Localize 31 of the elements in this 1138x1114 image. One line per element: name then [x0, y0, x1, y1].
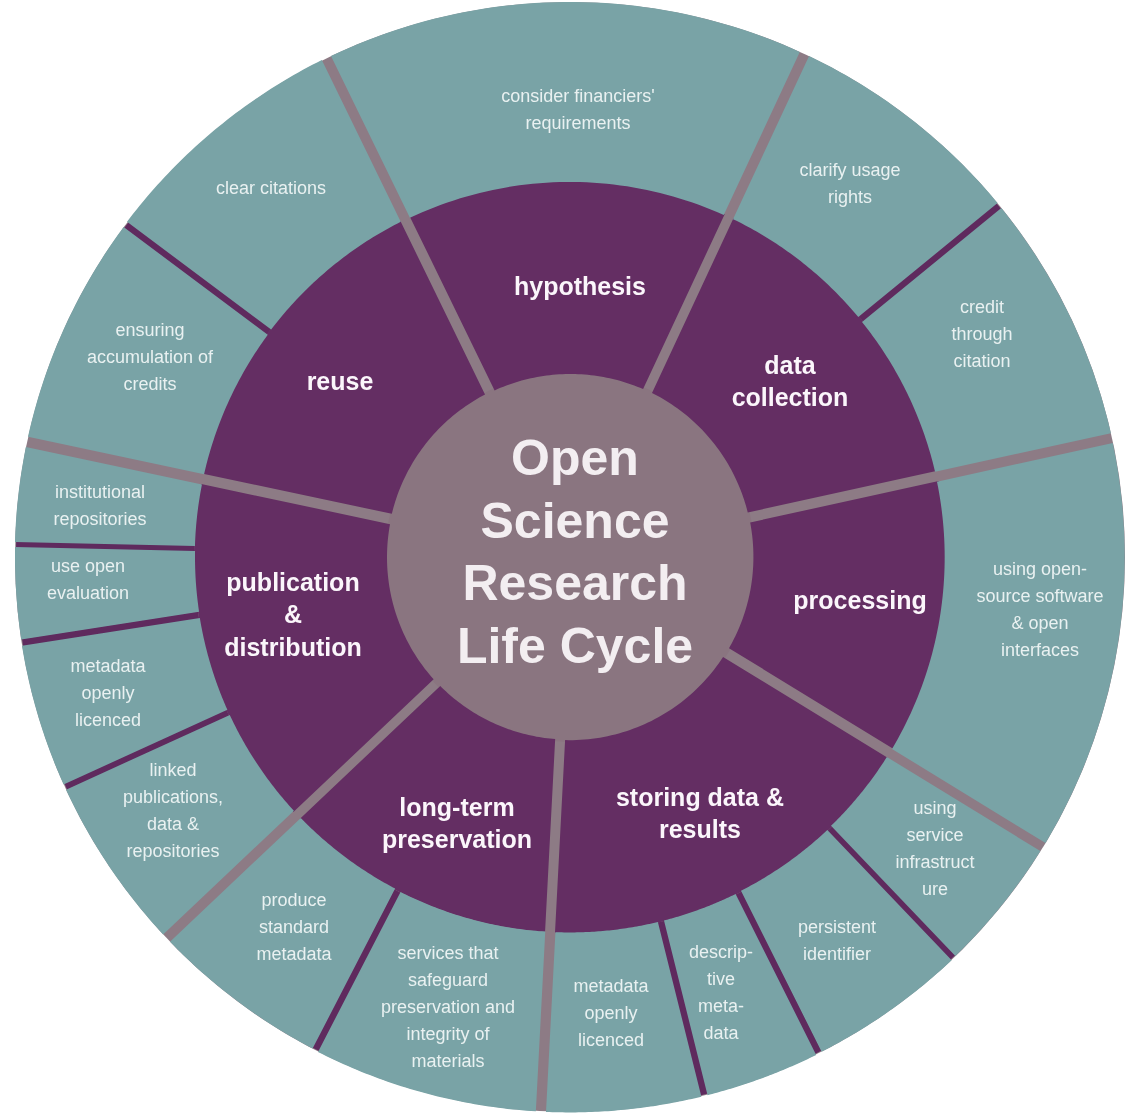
- stage-segment: [409, 181, 725, 391]
- stage-label: long-term preservation: [380, 791, 533, 855]
- outer-segment: [862, 207, 1111, 472]
- segment-label: using service infrastruct ure: [894, 797, 976, 901]
- segment-label: descrip- tive meta- data: [688, 941, 754, 1045]
- stage-label: processing: [792, 584, 928, 616]
- stage-label: hypothesis: [513, 270, 647, 302]
- segment-label: using open-source software & open interfaces: [975, 558, 1105, 662]
- stage-segment: [728, 481, 946, 750]
- outer-segment: [28, 226, 268, 475]
- segment-label: linked publications, data & repositories: [121, 759, 224, 863]
- stage-label: storing data & results: [614, 781, 785, 845]
- title-text: Open Science Research Life Cycle: [455, 429, 695, 676]
- stage-label: data collection: [730, 349, 850, 413]
- outer-segment: [15, 547, 200, 640]
- segment-label: use open evaluation: [45, 555, 131, 605]
- segment-label: services that safeguard preservation and integrity of materials: [379, 941, 517, 1073]
- segment-label: produce standard metadata: [255, 888, 333, 966]
- outer-segment: [15, 446, 203, 546]
- segment-label: ensuring accumulation of credits: [85, 318, 214, 396]
- stage-label: reuse: [305, 365, 375, 397]
- segment-label: credit through citation: [950, 295, 1014, 373]
- segment-label: metadata openly licenced: [572, 974, 650, 1052]
- segment-label: consider financiers' requirements: [500, 85, 656, 135]
- segment-label: metadata openly licenced: [69, 654, 147, 732]
- segment-label: clear citations: [214, 176, 327, 200]
- stage-label: publication & distribution: [223, 567, 363, 664]
- segment-label: persistent identifier: [796, 916, 877, 966]
- segment-label: clarify usage rights: [798, 159, 902, 209]
- segment-label: institutional repositories: [52, 481, 148, 531]
- outer-segment: [331, 2, 800, 218]
